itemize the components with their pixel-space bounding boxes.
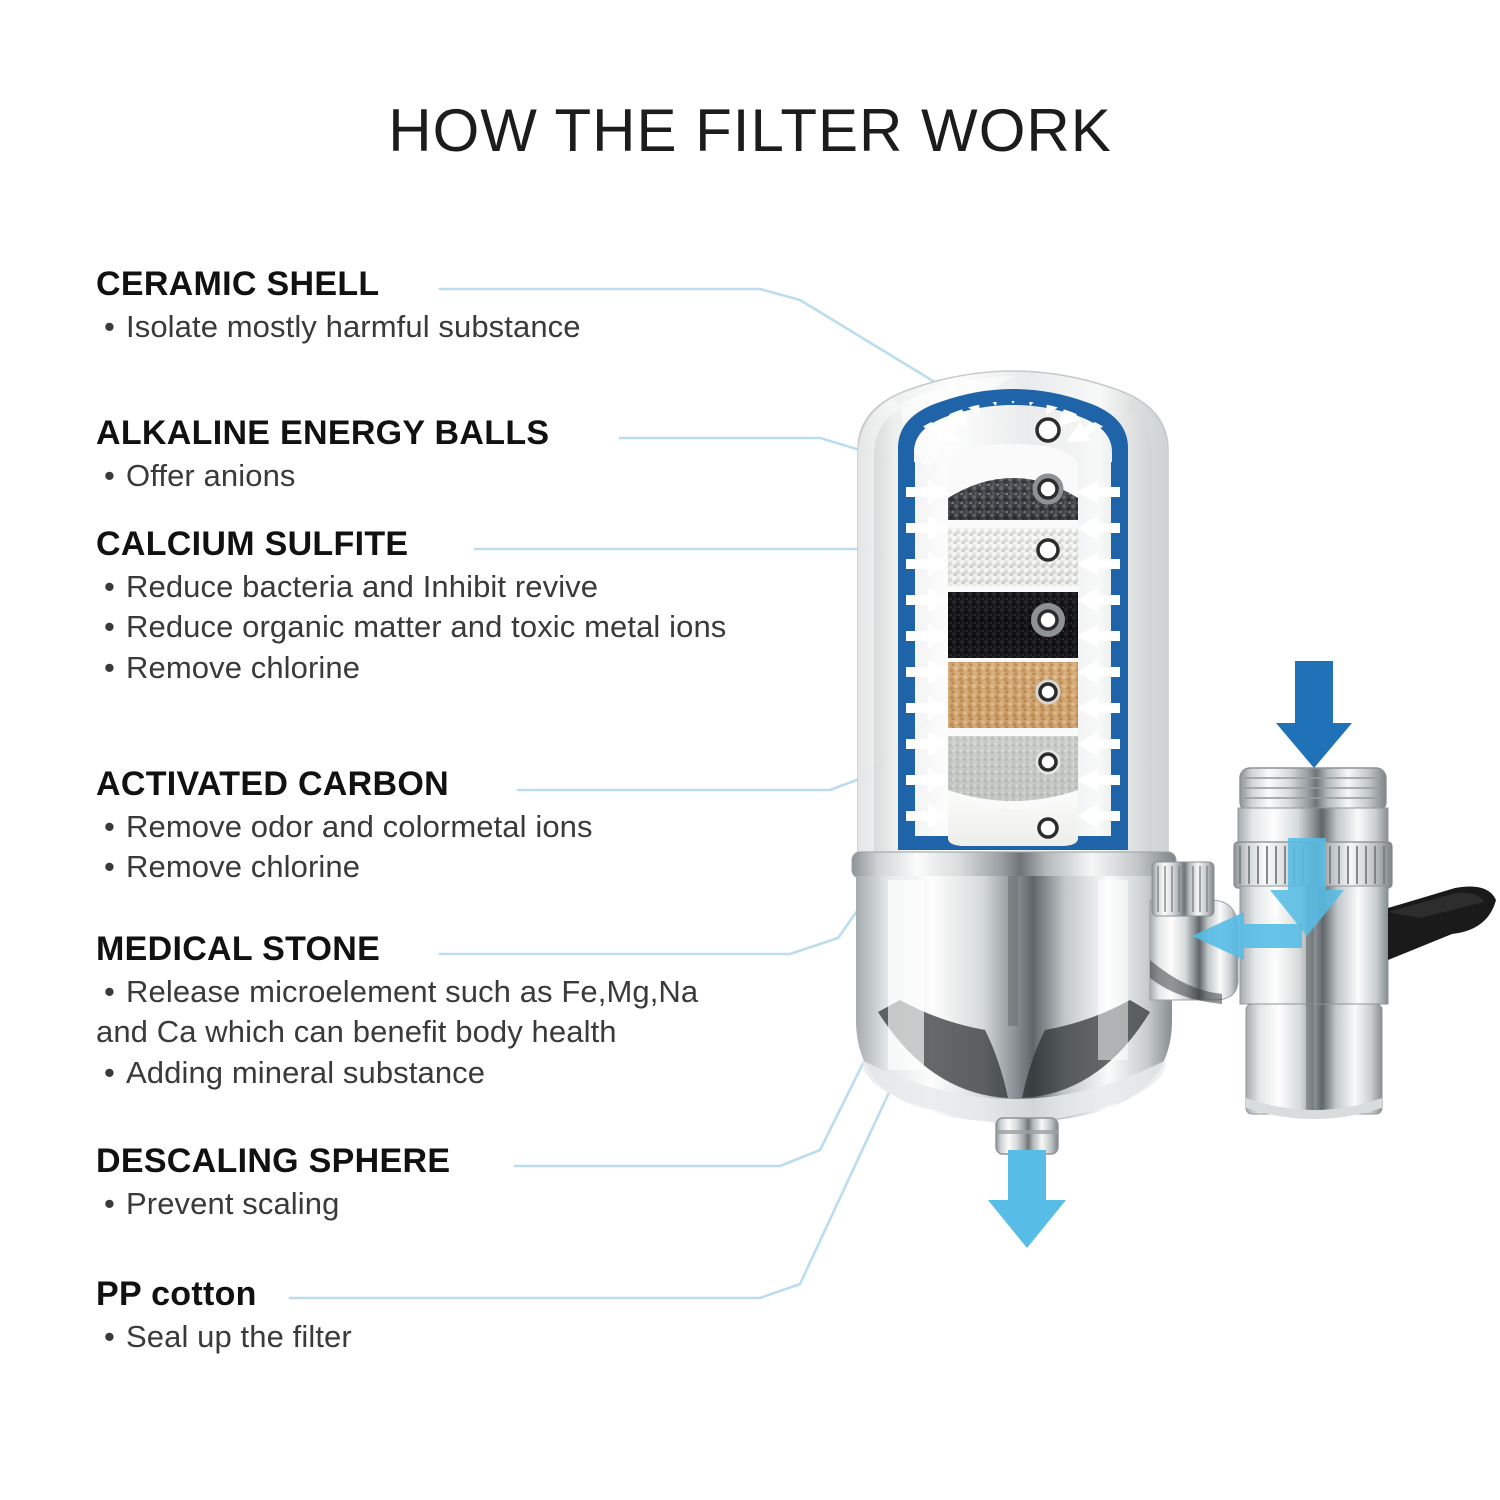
bullet-item: Remove chlorine	[96, 847, 593, 887]
bullet-item: Prevent scaling	[96, 1184, 450, 1224]
bullet-item: Adding mineral substance	[96, 1053, 698, 1093]
center-tube-eyelets	[1031, 417, 1065, 839]
bullet-item: Remove odor and colormetal ions	[96, 807, 593, 847]
filter-media-stack	[948, 444, 1078, 846]
calcium-sulfite-layer	[948, 528, 1078, 586]
heading-descaling-sphere: DESCALING SPHERE	[96, 1142, 451, 1180]
bullet-item: Offer anions	[96, 456, 549, 496]
adapter-arrow-down-icon	[1270, 838, 1344, 936]
outlet-arrow-down-icon	[988, 1150, 1066, 1248]
bullet-item-continuation: and Ca which can benefit body health	[96, 1014, 617, 1050]
heading-medical-stone: MEDICAL STONE	[96, 930, 381, 968]
bullets-pp-cotton: Seal up the filter	[96, 1317, 352, 1357]
bullet-item: Seal up the filter	[96, 1317, 352, 1357]
label-block-calcium-sulfite: CALCIUM SULFITE Reduce bacteria and Inhi…	[96, 525, 726, 688]
heading-alkaline-energy-balls: ALKALINE ENERGY BALLS	[96, 414, 550, 452]
arm-knurled-collar	[1151, 861, 1215, 917]
adapter-arrow-left-icon	[1192, 912, 1302, 960]
label-block-ceramic-shell: CERAMIC SHELL Isolate mostly harmful sub…	[96, 265, 581, 347]
bullet-item: Reduce organic matter and toxic metal io…	[96, 607, 726, 647]
bullet-item: Remove chlorine	[96, 648, 726, 688]
label-block-medical-stone: MEDICAL STONE Release microelement such …	[96, 930, 698, 1093]
bullets-medical-stone: Release microelement such as Fe,Mg,Na an…	[96, 972, 698, 1093]
filter-housing-base	[851, 851, 1239, 1155]
inlet-arrow-down-icon	[1276, 661, 1352, 768]
label-block-activated-carbon: ACTIVATED CARBON Remove odor and colorme…	[96, 765, 593, 888]
heading-activated-carbon: ACTIVATED CARBON	[96, 765, 449, 803]
leader-line-ceramic-shell	[438, 287, 1032, 442]
bullets-alkaline-energy-balls: Offer anions	[96, 456, 549, 496]
bullets-calcium-sulfite: Reduce bacteria and Inhibit revive Reduc…	[96, 567, 726, 688]
bullets-activated-carbon: Remove odor and colormetal ions Remove c…	[96, 807, 593, 888]
bullets-descaling-sphere: Prevent scaling	[96, 1184, 450, 1224]
bullet-item: Release microelement such as Fe,Mg,Na	[96, 972, 698, 1012]
filter-cartridge	[857, 370, 1169, 857]
bullet-item: Isolate mostly harmful substance	[96, 307, 581, 347]
page-title: HOW THE FILTER WORK	[388, 97, 1112, 164]
flow-arrows	[988, 661, 1352, 1248]
label-block-alkaline-energy-balls: ALKALINE ENERGY BALLS Offer anions	[96, 414, 549, 496]
label-block-descaling-sphere: DESCALING SPHERE Prevent scaling	[96, 1142, 450, 1224]
heading-pp-cotton: PP cotton	[96, 1275, 257, 1313]
heading-calcium-sulfite: CALCIUM SULFITE	[96, 525, 409, 563]
bullets-ceramic-shell: Isolate mostly harmful substance	[96, 307, 581, 347]
bullet-item: Reduce bacteria and Inhibit revive	[96, 567, 726, 607]
heading-ceramic-shell: CERAMIC SHELL	[96, 265, 380, 303]
label-block-pp-cotton: PP cotton Seal up the filter	[96, 1275, 352, 1357]
